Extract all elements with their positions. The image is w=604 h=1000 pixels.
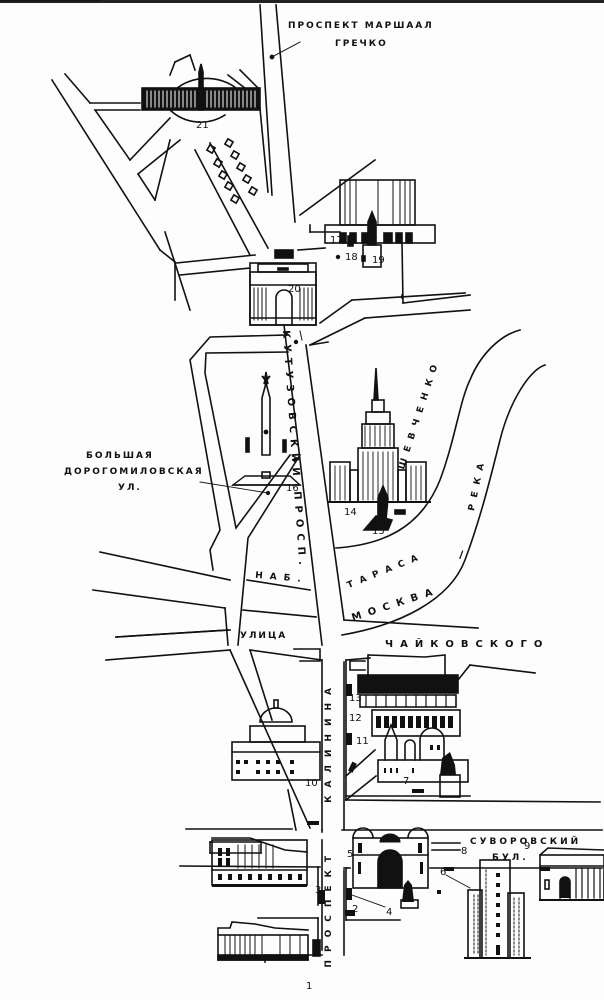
church-gate-building bbox=[345, 827, 550, 921]
highrise-building-6 bbox=[445, 859, 531, 959]
marker-12: 12 bbox=[349, 713, 362, 724]
label-ulitsa: УЛИЦА bbox=[240, 631, 288, 641]
top-border bbox=[0, 0, 604, 3]
marker-16: 16 bbox=[286, 483, 299, 494]
marker-9: 9 bbox=[524, 841, 531, 852]
marker-21: 21 bbox=[196, 120, 209, 131]
planetarium-building bbox=[231, 699, 321, 825]
label-bolshaya-3: УЛ. bbox=[118, 483, 142, 493]
road-grechko bbox=[259, 4, 301, 223]
museum-building-panorama bbox=[324, 179, 436, 268]
marker-10: 10 bbox=[305, 778, 318, 789]
road-kalinina bbox=[321, 659, 345, 956]
hotel-ukraina bbox=[327, 367, 431, 531]
roads-around-arch bbox=[297, 158, 471, 347]
label-suvorovsky-bul: БУЛ. bbox=[492, 853, 529, 863]
roads-lower-left bbox=[105, 648, 603, 963]
label-bolshaya-2: ДОРОГОМИЛОВСКАЯ bbox=[64, 467, 204, 477]
marker-19: 19 bbox=[372, 255, 385, 266]
monument-20-triumphal-arch bbox=[249, 249, 317, 326]
marker-2: 2 bbox=[352, 904, 359, 915]
building-3-mansion bbox=[211, 837, 325, 904]
marker-7: 7 bbox=[403, 776, 410, 787]
label-chaikovskogo: ЧАЙКОВСКОГО bbox=[385, 639, 550, 650]
marker-14: 14 bbox=[344, 507, 357, 518]
library-and-churches bbox=[344, 654, 601, 803]
label-bolshaya-1: БОЛЬШАЯ bbox=[86, 451, 154, 461]
monument-obelisk bbox=[199, 371, 302, 496]
marker-18: 18 bbox=[345, 252, 358, 263]
river-moskva bbox=[335, 329, 547, 636]
label-prospekt: ПРОСПЕКТ bbox=[324, 848, 334, 968]
marker-17: 17 bbox=[330, 235, 343, 246]
road-kutuzovsky bbox=[283, 324, 345, 646]
marker-13: 13 bbox=[349, 693, 362, 704]
label-prospekt-marshala-grechko-2: ГРЕЧКО bbox=[335, 39, 388, 49]
marker-3: 3 bbox=[315, 885, 322, 896]
marker-15: 15 bbox=[372, 526, 385, 537]
marker-6: 6 bbox=[440, 867, 447, 878]
marker-1: 1 bbox=[306, 981, 313, 992]
monument-21-colonnade bbox=[141, 63, 261, 111]
label-suvorovsky: СУВОРОВСКИЙ bbox=[470, 837, 582, 847]
marker-4: 4 bbox=[386, 907, 393, 918]
label-kalinina: КАЛИНИНА bbox=[324, 680, 334, 803]
building-1 bbox=[217, 866, 321, 961]
road-chaikovskogo bbox=[115, 619, 479, 671]
marker-8: 8 bbox=[461, 846, 468, 857]
label-prospekt-marshala-grechko-1: ПРОСПЕКТ МАРШААЛ bbox=[288, 21, 434, 31]
marker-11: 11 bbox=[356, 736, 369, 747]
marker-20: 20 bbox=[288, 284, 301, 295]
marker-5: 5 bbox=[347, 849, 354, 860]
building-9-right bbox=[538, 847, 604, 901]
